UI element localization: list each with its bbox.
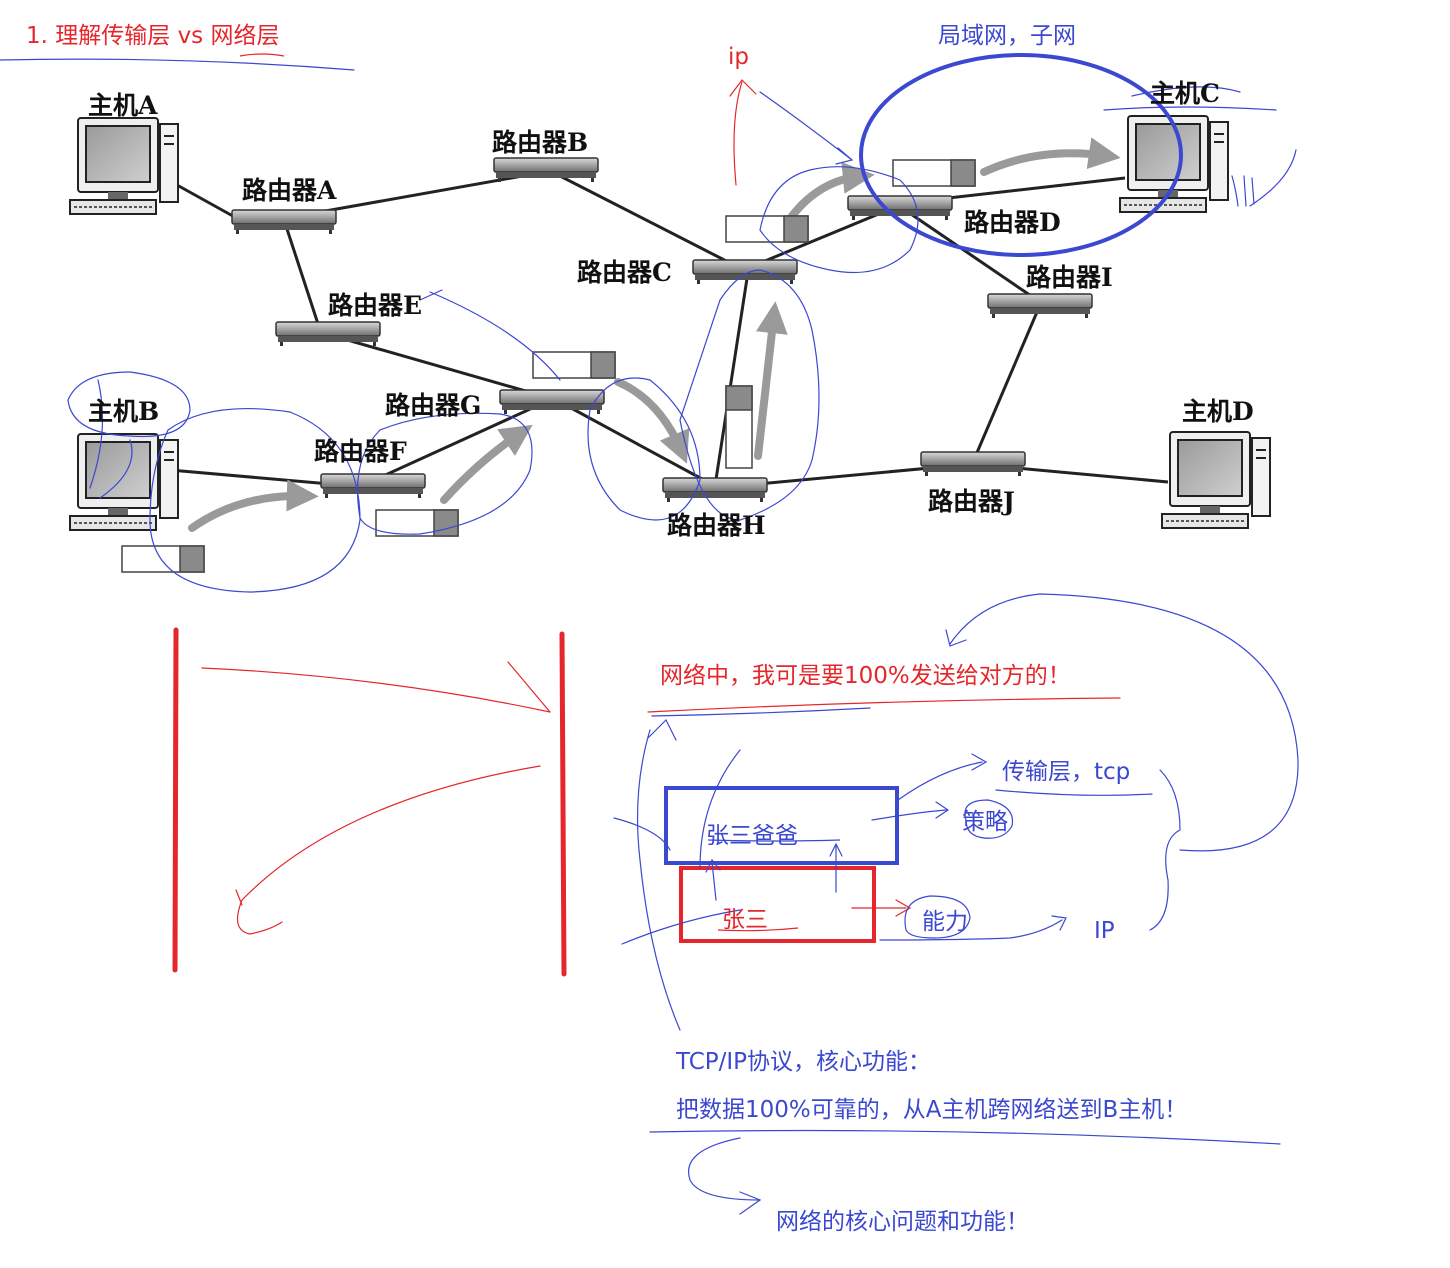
router-B-label: 路由器B [492, 128, 589, 157]
packet-icon [725, 385, 753, 469]
router-A-icon [231, 209, 337, 235]
packet-icon [375, 509, 459, 537]
tcpip-core-description: 把数据100%可靠的，从A主机跨网络送到B主机！ [676, 1097, 1188, 1123]
network-goal-text: 网络中，我可是要100%发送给对方的！ [660, 663, 1071, 689]
host-D-icon [1161, 431, 1271, 529]
router-D-icon [847, 195, 953, 221]
zhangsan-label: 张三 [722, 907, 768, 933]
host-C-label: 主机C [1150, 79, 1220, 108]
router-C-icon [692, 259, 798, 285]
ability-label: 能力 [922, 909, 968, 935]
router-A-label: 路由器A [242, 176, 337, 205]
router-I-label: 路由器I [1026, 263, 1113, 292]
zhangsan-dad-label: 张三爸爸 [706, 823, 798, 849]
router-G-icon [499, 389, 605, 415]
router-C-label: 路由器C [577, 258, 672, 287]
transport-layer-label: 传输层，tcp [1002, 759, 1131, 785]
packet-icon [121, 545, 205, 573]
host-D-label: 主机D [1182, 397, 1254, 426]
router-D-label: 路由器D [964, 208, 1061, 237]
host-A-icon [69, 117, 179, 215]
router-I-icon [987, 293, 1093, 319]
router-G-label: 路由器G [385, 391, 482, 420]
host-A-label: 主机A [88, 91, 158, 120]
router-E-icon [275, 321, 381, 347]
lan-subnet-annotation: 局域网，子网 [938, 23, 1076, 49]
router-H-icon [662, 477, 768, 503]
router-H-label: 路由器H [667, 511, 766, 540]
ip-layer-label: IP [1094, 918, 1115, 944]
router-F-label: 路由器F [314, 437, 407, 466]
router-J-label: 路由器J [928, 487, 1015, 516]
router-E-label: 路由器E [328, 291, 423, 320]
red-annotations [0, 58, 1121, 977]
text-underlines [239, 53, 841, 932]
ip-annotation: ip [728, 44, 749, 70]
tcpip-core-heading: TCP/IP协议，核心功能： [676, 1049, 932, 1075]
packet-icon [532, 351, 616, 379]
blue-annotations [67, 53, 1299, 1215]
core-problem-text: 网络的核心问题和功能！ [776, 1209, 1029, 1235]
packet-icon [892, 159, 976, 187]
host-B-icon [69, 433, 179, 531]
router-F-icon [320, 473, 426, 499]
strategy-label: 策略 [962, 809, 1008, 835]
page-title: 1. 理解传输层 vs 网络层 [26, 23, 280, 49]
packet-flow-arrows [188, 137, 1121, 532]
router-J-icon [920, 451, 1026, 477]
host-B-label: 主机B [88, 397, 160, 426]
